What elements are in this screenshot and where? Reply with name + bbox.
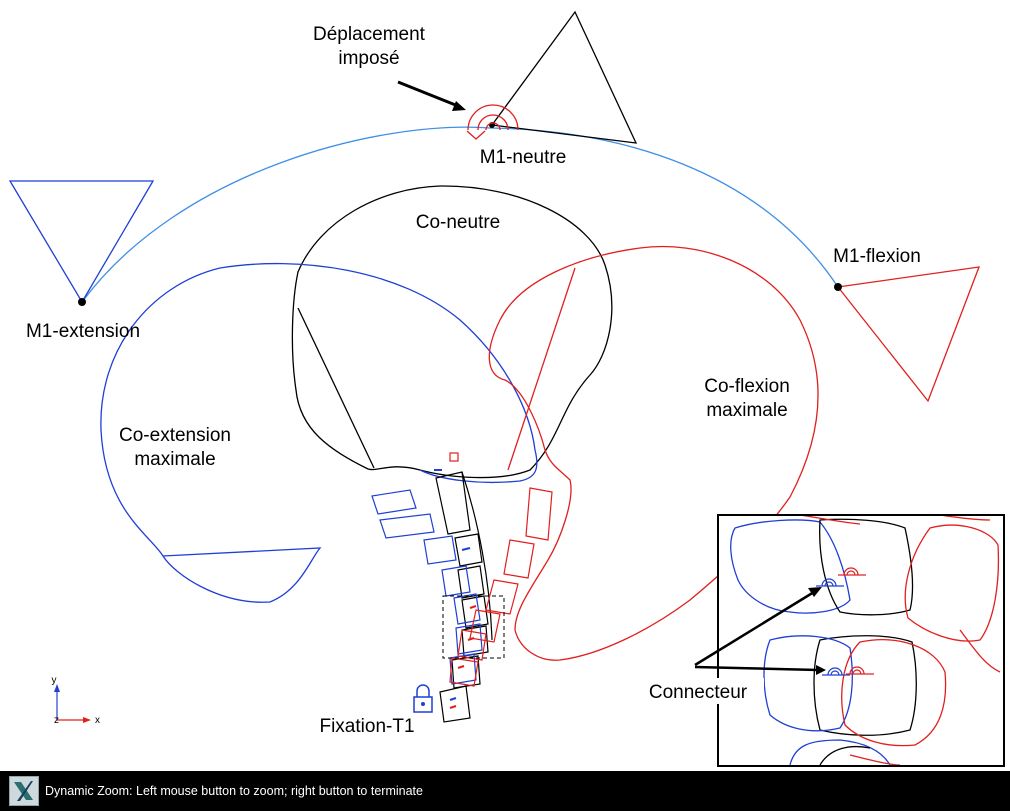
status-message: Dynamic Zoom: Left mouse button to zoom;… <box>45 784 423 798</box>
zoom-region-outline[interactable] <box>442 595 505 659</box>
co-flexion-reference-line <box>507 267 576 471</box>
vertebra <box>469 609 501 643</box>
vertebra <box>461 625 489 657</box>
zoom-inset-panel <box>717 514 1005 767</box>
connector-label-bg <box>632 678 764 704</box>
connector-markers <box>434 452 477 709</box>
co-neutre-contour <box>291 185 613 479</box>
co-flexion-contour <box>488 245 819 661</box>
label-co-extension-line1: Co-extension <box>119 425 231 446</box>
axis-z-label: z <box>54 715 59 726</box>
label-m1-extension: M1-extension <box>26 321 140 342</box>
imposed-displacement-icon <box>466 104 519 140</box>
inset-vertebra-neutral <box>819 518 914 616</box>
inset-vertebra-flexion <box>904 524 1000 642</box>
m1-flexion-point <box>834 283 842 291</box>
vertebra <box>453 593 481 625</box>
inset-vertebra-extension <box>763 635 853 732</box>
m1-extension-triangle <box>8 180 155 304</box>
connector-arrow-upper <box>694 590 815 667</box>
axis-y-label: y <box>52 675 57 686</box>
model-canvas[interactable]: y x z Déplacement imposé M1-neutre Co-ne… <box>0 0 1010 771</box>
label-imposed-displacement-line1: Déplacement <box>313 24 426 45</box>
m1-extension-point <box>78 298 86 306</box>
vertebra <box>503 539 535 579</box>
spine-outline <box>461 471 493 641</box>
imposed-displacement-arrow <box>397 80 459 108</box>
vertebra <box>454 533 483 567</box>
vertebra <box>423 535 457 565</box>
label-imposed-displacement-line2: imposé <box>338 48 399 69</box>
label-connector: Connecteur <box>649 682 748 703</box>
label-co-neutral: Co-neutre <box>416 212 501 233</box>
dynamic-zoom-icon[interactable] <box>9 776 39 806</box>
label-m1-neutral: M1-neutre <box>480 147 567 168</box>
vertebra <box>449 653 477 685</box>
vertebra <box>457 565 485 599</box>
vertebra <box>441 565 471 597</box>
arrow-head <box>816 665 826 675</box>
lock-icon <box>413 684 433 713</box>
arrow-head <box>808 587 822 597</box>
label-m1-flexion: M1-flexion <box>833 246 921 267</box>
vertebra <box>379 513 435 539</box>
connector-symbol-blue <box>816 578 850 676</box>
label-co-extension-line2: maximale <box>134 449 215 470</box>
connector-symbol-red <box>838 567 874 675</box>
m1-flexion-triangle <box>836 266 980 403</box>
label-co-flexion-line2: maximale <box>706 400 787 421</box>
arrow-head <box>452 101 466 111</box>
vertebra <box>449 657 479 687</box>
axes-triad: y x z <box>52 675 101 726</box>
vertebra <box>525 487 553 541</box>
vertebra <box>435 471 471 535</box>
label-fixation: Fixation-T1 <box>319 716 414 737</box>
co-neutre-reference-line <box>297 307 375 469</box>
status-bar: Dynamic Zoom: Left mouse button to zoom;… <box>0 771 1010 811</box>
inset-vertebra-neutral <box>813 635 917 736</box>
label-co-flexion-line1: Co-flexion <box>704 376 790 397</box>
axis-x-label: x <box>95 715 100 726</box>
vertebrae-flexion <box>449 487 553 687</box>
co-extension-contour <box>100 262 538 603</box>
vertebra <box>485 579 519 615</box>
m1-neutral-triangle <box>490 10 638 144</box>
inset-vertebra-flexion <box>841 639 947 747</box>
inset-vertebra-extension <box>730 519 851 614</box>
vertebra <box>371 489 417 515</box>
vertebra <box>457 629 487 661</box>
connector-arrow-lower <box>694 665 819 672</box>
m1-trajectory-arc <box>81 126 839 303</box>
vertebra <box>455 623 483 655</box>
vertebrae-extension <box>371 489 483 685</box>
vertebra <box>439 685 471 723</box>
